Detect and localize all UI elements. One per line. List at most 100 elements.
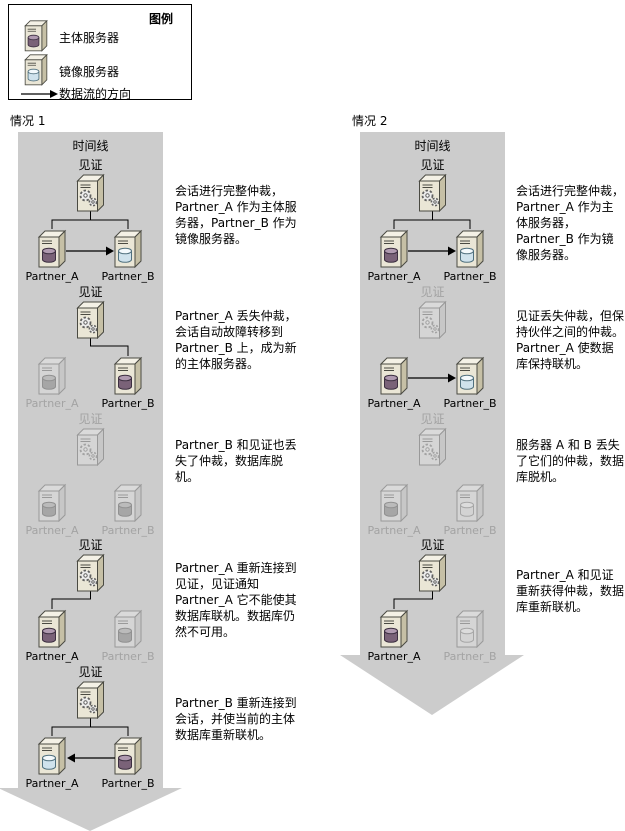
partner-b-label: Partner_B <box>443 650 496 663</box>
witness-server-icon <box>420 175 446 211</box>
partner-a-server-icon <box>39 611 65 647</box>
partner-b-server-icon <box>115 231 141 267</box>
scenario1-stage-1: 见证 Partner_A Partner_B <box>18 158 163 284</box>
witness-connector <box>393 211 471 229</box>
scenario1-stage-5: 见证 Partner_A Partner_B <box>18 665 163 791</box>
legend-principal-label: 主体服务器 <box>59 31 120 45</box>
witness-connector <box>51 718 129 736</box>
partner-a-server-icon <box>381 231 407 267</box>
scenario1-stage-2: 见证 Partner_A Partner_B <box>18 285 163 411</box>
legend: 图例 主体服务器 镜像服务器 数据流的方向 <box>8 4 192 101</box>
witness-server-icon <box>78 555 104 591</box>
scenario2-timeline-label: 时间线 <box>414 139 451 153</box>
witness-label: 见证 <box>78 285 102 299</box>
witness-label: 见证 <box>78 158 102 172</box>
scenario1-timeline-label: 时间线 <box>72 139 109 153</box>
scenario1-stage-5-description: Partner_B 重新连接到会话，并使当前的主体数据库重新联机。 <box>175 696 297 742</box>
partner-b-label: Partner_B <box>101 650 154 663</box>
partner-b-label: Partner_B <box>443 270 496 283</box>
scenario1-title: 情况 1 <box>10 114 46 128</box>
witness-server-icon <box>78 682 104 718</box>
partner-b-label: Partner_B <box>443 524 496 537</box>
partner-b-label: Partner_B <box>101 777 154 790</box>
scenario2-stage-4-description: Partner_A 和见证重新获得仲裁，数据库重新联机。 <box>516 568 625 614</box>
witness-connector <box>90 338 129 356</box>
partner-a-label: Partner_A <box>25 270 78 283</box>
witness-label: 见证 <box>78 665 102 679</box>
partner-a-label: Partner_A <box>367 270 420 283</box>
scenario1-stage-3-description: Partner_B 和见证也丢失了仲裁，数据库脱机。 <box>175 438 297 484</box>
partner-b-server-icon <box>115 611 141 647</box>
witness-label: 见证 <box>420 412 444 426</box>
witness-server-icon <box>78 429 104 465</box>
scenario1-stage-4-diagram: 见证 Partner_A Partner_B <box>25 538 154 663</box>
data-flow-arrow-right <box>408 373 456 383</box>
scenario2-stage-2: 见证 Partner_A Partner_B <box>360 285 505 411</box>
witness-server-icon <box>420 429 446 465</box>
partner-b-server-icon <box>115 738 141 774</box>
scenario1-stage-3-diagram: 见证 Partner_A Partner_B <box>25 412 154 537</box>
witness-label: 见证 <box>420 285 444 299</box>
witness-label: 见证 <box>420 158 444 172</box>
witness-label: 见证 <box>420 538 444 552</box>
data-flow-arrow-right <box>408 246 456 256</box>
partner-b-label: Partner_B <box>101 397 154 410</box>
witness-label: 见证 <box>78 538 102 552</box>
partner-b-label: Partner_B <box>443 397 496 410</box>
scenario2-stage-1-description: 会话进行完整仲裁，Partner_A 作为主体服务器，Partner_B 作为镜… <box>516 184 625 262</box>
partner-b-server-icon <box>115 485 141 521</box>
witness-server-icon <box>420 302 446 338</box>
scenario2-title: 情况 2 <box>352 114 388 128</box>
scenario1-stage-4: 见证 Partner_A Partner_B <box>18 538 163 664</box>
scenario2-stage-1-diagram: 见证 Partner_A Partner_B <box>367 158 496 283</box>
scenario2-stage-3: 见证 Partner_A Partner_B <box>360 412 505 538</box>
partner-a-server-icon <box>39 485 65 521</box>
partner-a-server-icon <box>39 358 65 394</box>
partner-b-label: Partner_B <box>101 270 154 283</box>
scenario1-stage-2-description: Partner_A 丢失仲裁，会话自动故障转移到 Partner_B 上，成为新… <box>175 309 297 371</box>
scenario2-stage-4-diagram: 见证 Partner_A Partner_B <box>367 538 496 663</box>
partner-a-label: Partner_A <box>25 777 78 790</box>
partner-a-server-icon <box>381 358 407 394</box>
witness-connector <box>51 591 91 609</box>
scenario1-stage-3: 见证 Partner_A Partner_B <box>18 412 163 538</box>
partner-a-label: Partner_A <box>25 397 78 410</box>
partner-b-server-icon <box>457 611 483 647</box>
witness-server-icon <box>78 175 104 211</box>
legend-title: 图例 <box>149 12 174 26</box>
witness-connector <box>51 211 129 229</box>
mirror-server-icon <box>21 52 51 86</box>
partner-b-server-icon <box>115 358 141 394</box>
data-flow-arrow-icon <box>21 90 58 98</box>
principal-server-icon <box>21 18 51 52</box>
partner-a-label: Partner_A <box>25 650 78 663</box>
scenario1-stage-5-diagram: 见证 Partner_A Partner_B <box>25 665 154 790</box>
scenario2-stage-1: 见证 Partner_A Partner_B <box>360 158 505 284</box>
witness-server-icon <box>78 302 104 338</box>
scenario1-stage-1-description: 会话进行完整仲裁，Partner_A 作为主体服务器，Partner_B 作为镜… <box>175 184 297 246</box>
partner-a-server-icon <box>381 485 407 521</box>
partner-b-server-icon <box>457 358 483 394</box>
partner-a-server-icon <box>39 231 65 267</box>
partner-a-server-icon <box>381 611 407 647</box>
witness-connector <box>393 591 433 609</box>
partner-a-label: Partner_A <box>25 524 78 537</box>
partner-a-label: Partner_A <box>367 397 420 410</box>
scenario1-stage-4-description: Partner_A 重新连接到见证，见证通知 Partner_A 它不能使其数据… <box>175 561 297 639</box>
data-flow-arrow-right <box>66 246 114 256</box>
partner-a-server-icon <box>39 738 65 774</box>
partner-b-server-icon <box>457 485 483 521</box>
scenario1-stage-2-diagram: 见证 Partner_A Partner_B <box>25 285 154 410</box>
partner-a-label: Partner_A <box>367 650 420 663</box>
scenario1-stage-1-diagram: 见证 Partner_A Partner_B <box>25 158 154 283</box>
scenario2-stage-2-diagram: 见证 Partner_A Partner_B <box>367 285 496 410</box>
scenario2-timeline-arrowhead <box>340 655 524 715</box>
legend-flow-label: 数据流的方向 <box>59 87 132 101</box>
scenario2-stage-3-diagram: 见证 Partner_A Partner_B <box>367 412 496 537</box>
scenario2-stage-2-description: 见证丢失仲裁，但保持伙伴之间的仲裁。Partner_A 使数据库保持联机。 <box>516 309 625 371</box>
partner-b-server-icon <box>457 231 483 267</box>
witness-label: 见证 <box>78 412 102 426</box>
scenario2-stage-3-description: 服务器 A 和 B 丢失了它们的仲裁，数据库脱机。 <box>516 438 625 484</box>
witness-server-icon <box>420 555 446 591</box>
